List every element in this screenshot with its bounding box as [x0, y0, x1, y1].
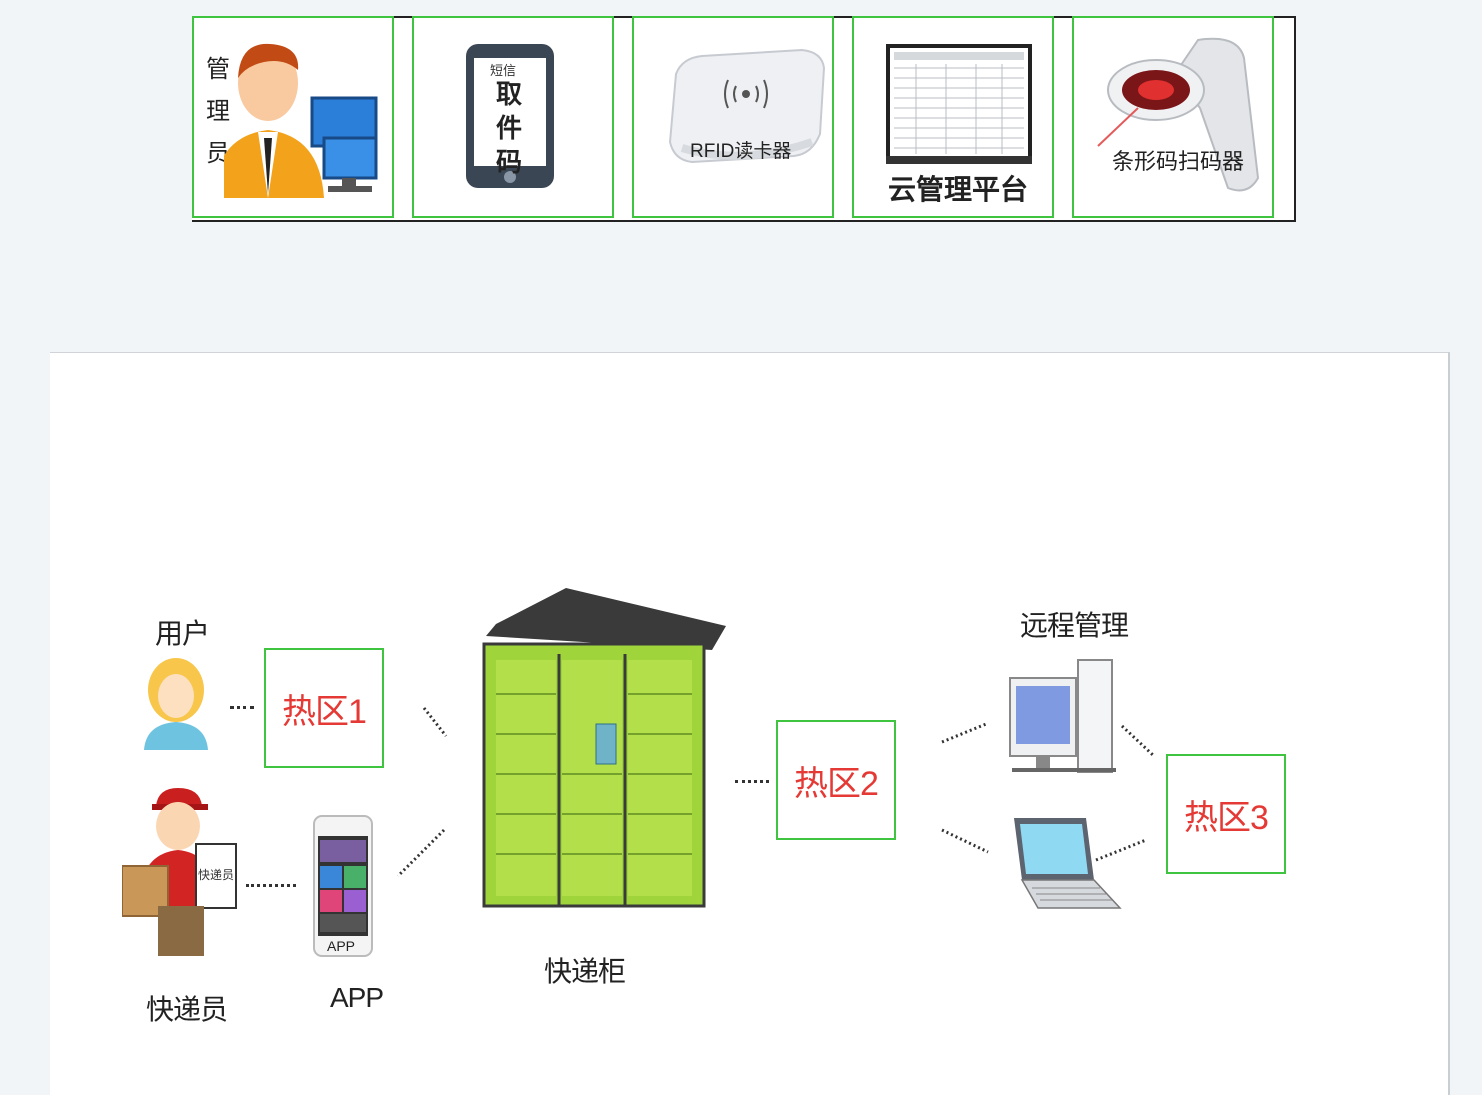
- laptop-icon: [1014, 818, 1122, 909]
- hotspot-1[interactable]: 热区1: [264, 648, 384, 768]
- locker-label: 快递柜: [544, 956, 626, 987]
- remote-management-label: 远程管理: [1020, 610, 1129, 641]
- user-label: 用户: [155, 618, 210, 649]
- connector-courier-app: [246, 884, 296, 887]
- barcode-scanner-icon: [1097, 37, 1260, 192]
- tile-barcode-scanner[interactable]: 条形码扫码器: [1072, 16, 1274, 218]
- express-locker-icon: [482, 588, 726, 908]
- connector-user-hotspot1: [230, 706, 254, 709]
- monitor-icon: [886, 44, 1032, 164]
- tile-pickup-code[interactable]: 短信 取件码: [412, 16, 614, 218]
- desktop-computer-icon: [1009, 659, 1116, 773]
- hotspot-3[interactable]: 热区3: [1166, 754, 1286, 874]
- pickup-code-sms-label: 短信: [490, 64, 517, 79]
- app-label: APP: [330, 982, 384, 1013]
- tile-admin[interactable]: 管理员: [192, 16, 394, 218]
- app-phone-icon: [313, 815, 373, 957]
- courier-label: 快递员: [146, 994, 228, 1025]
- hotspot-2[interactable]: 热区2: [776, 720, 896, 840]
- rfid-reader-icon: [668, 48, 826, 164]
- tile-rfid-reader[interactable]: RFID读卡器: [632, 16, 834, 218]
- connector-diagonals-left: [396, 707, 448, 878]
- cloud-platform-label: 云管理平台: [888, 173, 1029, 206]
- courier-icon: [122, 788, 237, 956]
- app-screen-label: APP: [327, 938, 356, 954]
- admin-person-icon: [224, 43, 378, 198]
- connector-locker-hotspot2: [735, 780, 769, 783]
- tile-cloud-platform[interactable]: 云管理平台: [852, 16, 1054, 218]
- connector-diagonals-right: [941, 722, 1156, 862]
- pickup-code-label: 取件码: [495, 80, 522, 178]
- barcode-scanner-label: 条形码扫码器: [1112, 149, 1245, 174]
- phone-icon: [466, 44, 554, 188]
- rfid-reader-label: RFID读卡器: [690, 141, 792, 162]
- courier-sign: 快递员: [198, 868, 235, 882]
- diagram-panel: [50, 352, 1450, 1095]
- user-avatar-icon: [144, 658, 208, 750]
